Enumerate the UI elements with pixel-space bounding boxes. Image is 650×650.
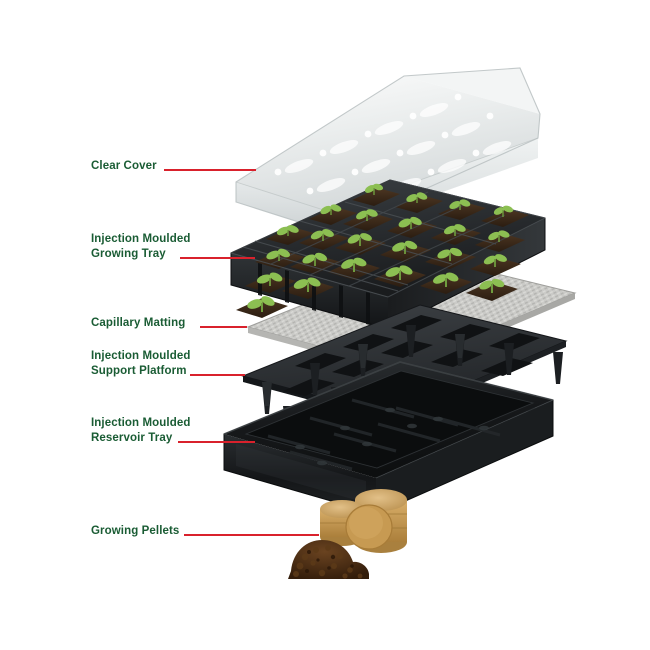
callout-support-platform-line-2: Support Platform — [91, 364, 187, 377]
callout-growing-pellets: Growing Pellets — [91, 524, 179, 539]
seedlings — [247, 183, 514, 312]
callout-reservoir-tray: Injection Moulded Reservoir Tray — [91, 416, 190, 445]
callout-growing-pellets-line-1: Growing Pellets — [91, 525, 180, 537]
callout-capillary-matting-line-1: Capillary Matting — [91, 317, 186, 329]
reservoir-tray-part — [223, 361, 554, 515]
callout-growing-tray-line-1: Injection Moulded — [91, 233, 191, 245]
leader-line-support-platform — [190, 374, 245, 376]
growing-pellets-part — [288, 489, 407, 579]
leader-line-reservoir-tray — [178, 441, 255, 443]
leader-line-growing-tray — [180, 257, 255, 259]
callout-clear-cover-line-1: Clear Cover — [91, 160, 157, 172]
callout-reservoir-tray-line-1: Injection Moulded — [91, 417, 191, 429]
leader-line-capillary-matting — [200, 326, 247, 328]
callout-support-platform: Injection Moulded Support Platform — [91, 349, 190, 378]
callout-growing-tray-line-2: Growing Tray — [91, 247, 166, 260]
callout-clear-cover: Clear Cover — [91, 159, 157, 174]
callout-capillary-matting: Capillary Matting — [91, 316, 185, 331]
callout-growing-tray: Injection Moulded Growing Tray — [91, 232, 190, 261]
callout-support-platform-line-1: Injection Moulded — [91, 350, 191, 362]
callout-reservoir-tray-line-2: Reservoir Tray — [91, 431, 173, 444]
leader-line-clear-cover — [164, 169, 256, 171]
growing-tray-part — [230, 179, 546, 330]
leader-line-growing-pellets — [184, 534, 319, 536]
